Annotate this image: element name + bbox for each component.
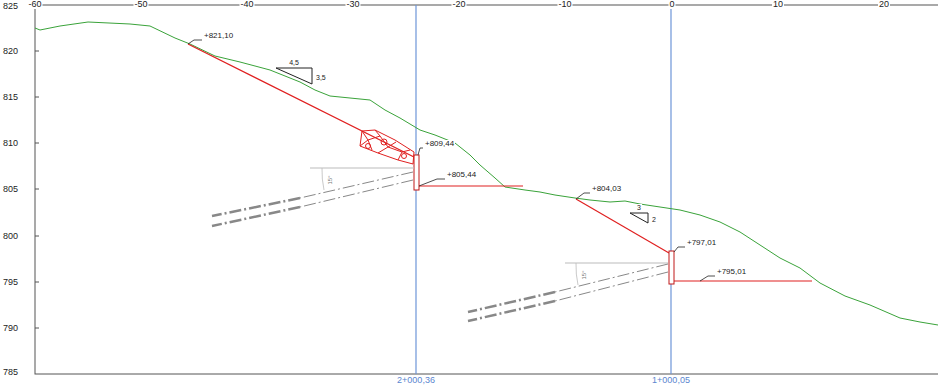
axis-label: 785 xyxy=(2,368,19,377)
axis-label: 815 xyxy=(2,93,19,102)
axis-label: 810 xyxy=(2,139,19,148)
axis-label: 805 xyxy=(2,185,19,194)
rock-fill xyxy=(360,130,414,164)
slope-symbol xyxy=(276,68,648,223)
ground-anchor xyxy=(468,263,668,321)
retaining-wall xyxy=(414,155,419,190)
station-label: 2+000,36 xyxy=(396,376,436,385)
axis-label: 20 xyxy=(878,0,890,9)
axis-label: 790 xyxy=(2,324,19,333)
leader-line xyxy=(188,40,715,281)
elevation-label: +809,44 xyxy=(424,140,455,148)
terrain-line xyxy=(35,22,938,325)
axis-label: 825 xyxy=(2,2,19,11)
axis-label: 820 xyxy=(2,47,19,56)
axis-label: 10 xyxy=(772,0,784,9)
slope-ratio: 2 xyxy=(651,216,657,223)
axis-label: -20 xyxy=(451,0,466,9)
elevation-label: +805,44 xyxy=(446,171,477,179)
elevation-label: +795,01 xyxy=(716,268,747,276)
axis-label: 0 xyxy=(668,0,675,9)
station-label: 1+000,05 xyxy=(651,376,691,385)
elevation-label: +821,10 xyxy=(203,32,234,40)
axis-label: 795 xyxy=(2,278,19,287)
elevation-label: +804,03 xyxy=(591,185,622,193)
slope-ratio: 3 xyxy=(636,204,642,211)
angle-label: 15° xyxy=(581,269,587,280)
slope-ratio: 3,5 xyxy=(315,74,327,81)
ground-anchor xyxy=(212,168,413,226)
axis-ticks xyxy=(35,5,884,328)
reference-line xyxy=(565,263,668,264)
slope-ratio: 4,5 xyxy=(288,59,300,66)
plot-frame xyxy=(35,5,938,374)
axis-label: -40 xyxy=(239,0,254,9)
angle-label: 15° xyxy=(327,174,333,185)
axis-label: -50 xyxy=(133,0,148,9)
retaining-wall xyxy=(669,251,674,284)
axis-label: 800 xyxy=(2,232,19,241)
axis-label: -60 xyxy=(27,0,42,9)
axis-label: -10 xyxy=(557,0,572,9)
station-line xyxy=(670,5,671,374)
elevation-label: +797,01 xyxy=(686,239,717,247)
excavation-line xyxy=(188,44,812,281)
reference-line xyxy=(310,168,414,169)
axis-label: -30 xyxy=(345,0,360,9)
